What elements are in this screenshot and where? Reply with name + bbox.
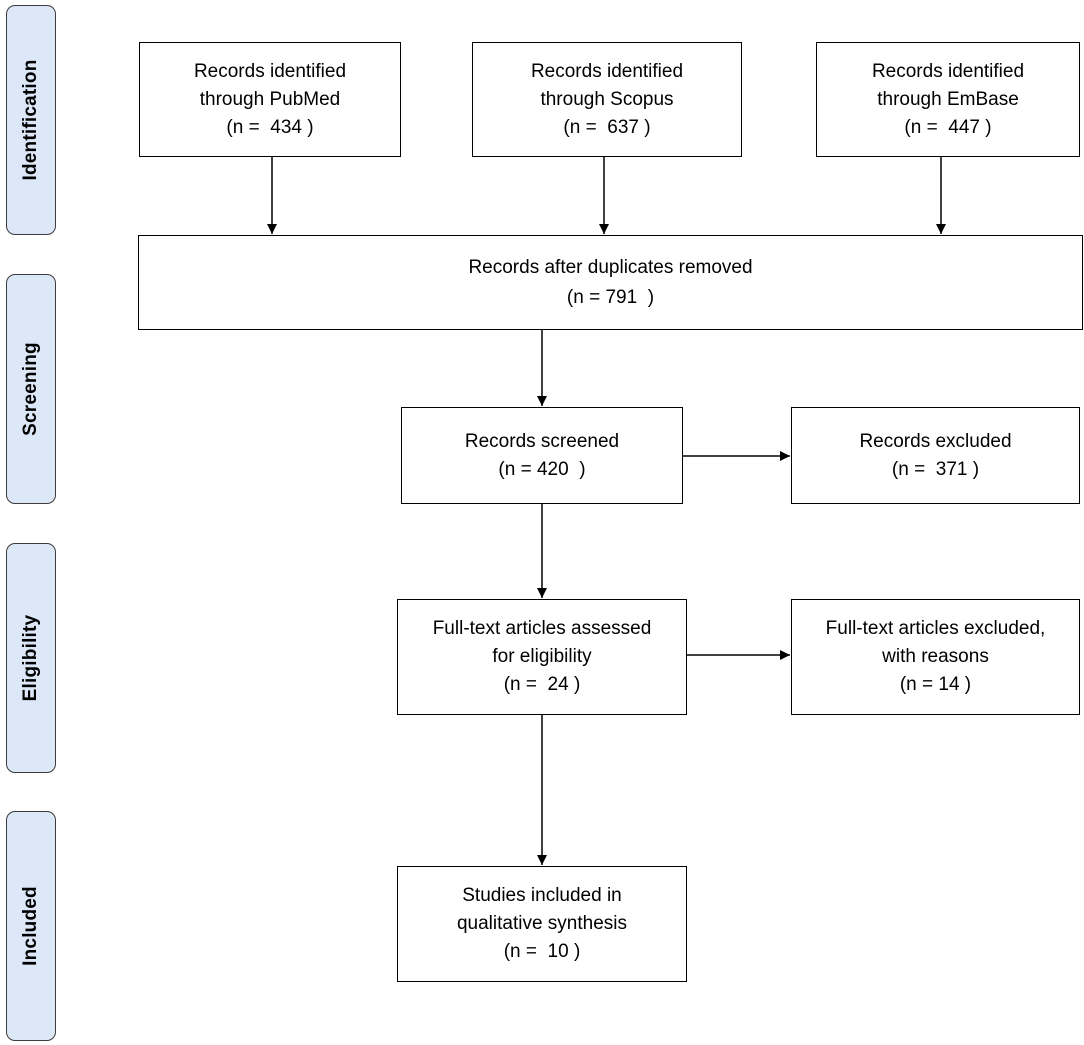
box-records-embase-count: (n = 447 ) — [904, 116, 992, 138]
box-records-scopus-count: (n = 637 ) — [563, 116, 651, 138]
stage-screening: Screening — [6, 274, 56, 504]
box-fulltext-excluded-line-2: with reasons — [882, 646, 989, 667]
box-records-embase: Records identified through EmBase (n = 4… — [816, 42, 1080, 157]
box-studies-included-count: (n = 10 ) — [503, 941, 581, 962]
box-records-embase-line-2: through EmBase — [877, 88, 1019, 110]
box-records-screened: Records screened (n = 420 ) — [401, 407, 683, 504]
box-fulltext-assessed: Full-text articles assessed for eligibil… — [397, 599, 687, 715]
stage-included: Included — [6, 811, 56, 1041]
box-fulltext-assessed-count: (n = 24 ) — [503, 674, 581, 695]
box-records-scopus: Records identified through Scopus (n = 6… — [472, 42, 742, 157]
box-records-embase-line-1: Records identified — [871, 60, 1025, 82]
box-records-scopus-line-2: through Scopus — [540, 88, 674, 110]
box-records-pubmed-line-1: Records identified — [193, 60, 347, 82]
box-studies-included-line-2: qualitative synthesis — [456, 913, 628, 934]
box-records-pubmed: Records identified through PubMed (n = 4… — [139, 42, 401, 157]
stage-identification: Identification — [6, 5, 56, 235]
box-studies-included-line-1: Studies included in — [462, 885, 622, 906]
box-fulltext-assessed-line-1: Full-text articles assessed — [432, 618, 652, 639]
box-studies-included: Studies included in qualitative synthesi… — [397, 866, 687, 982]
box-duplicates-removed-count: (n = 791 ) — [566, 286, 655, 308]
box-fulltext-assessed-line-2: for eligibility — [492, 646, 592, 667]
box-records-screened-count: (n = 420 ) — [498, 458, 586, 480]
box-fulltext-excluded-line-1: Full-text articles excluded, — [825, 618, 1046, 639]
box-records-excluded-count: (n = 371 ) — [891, 458, 980, 480]
stage-eligibility: Eligibility — [6, 543, 56, 773]
box-records-pubmed-count: (n = 434 ) — [226, 116, 314, 138]
box-records-excluded-label: Records excluded — [859, 430, 1012, 452]
box-records-scopus-line-1: Records identified — [530, 60, 684, 82]
box-records-excluded: Records excluded (n = 371 ) — [791, 407, 1080, 504]
box-duplicates-removed-label: Records after duplicates removed — [468, 256, 753, 278]
box-fulltext-excluded-count: (n = 14 ) — [899, 674, 972, 695]
box-duplicates-removed: Records after duplicates removed (n = 79… — [138, 235, 1083, 330]
box-records-screened-label: Records screened — [464, 430, 620, 452]
box-fulltext-excluded: Full-text articles excluded, with reason… — [791, 599, 1080, 715]
box-records-pubmed-line-2: through PubMed — [199, 88, 341, 110]
